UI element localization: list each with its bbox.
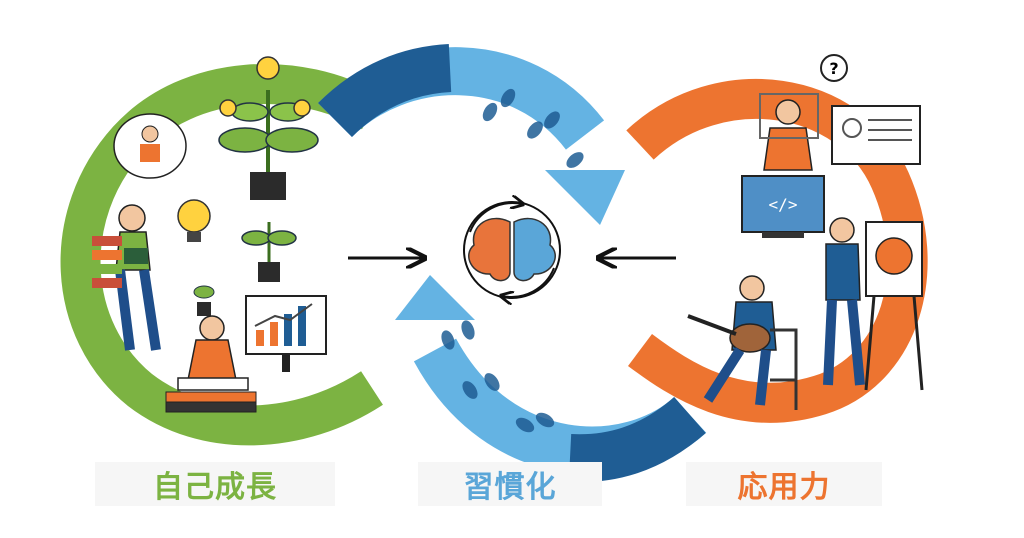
habit-top-band-dark — [318, 44, 452, 138]
bar-chart-board — [245, 295, 327, 372]
brain-icon — [463, 202, 561, 298]
habit-bottom-arrowhead — [395, 275, 475, 320]
lightbulb-icon — [177, 56, 311, 242]
code-icon: </> — [741, 175, 825, 238]
plant-growth-icon — [193, 90, 319, 316]
easel-painting — [864, 221, 924, 391]
habit-top-arrowhead — [545, 170, 625, 225]
growth-arc — [60, 64, 383, 446]
footprints-icon — [441, 88, 584, 433]
label-growth: 自己成長 — [95, 462, 335, 506]
artist-person — [823, 217, 865, 386]
question-mark-icon: ? — [820, 54, 848, 82]
presenting-person — [759, 93, 819, 171]
svg-text:</>: </> — [769, 195, 798, 214]
reading-person — [92, 204, 161, 351]
habit-bottom-band-dark — [568, 396, 706, 483]
writing-person — [165, 315, 257, 413]
svg-text:?: ? — [829, 59, 838, 78]
label-apply: 応用力 — [686, 462, 882, 506]
label-habit: 習慣化 — [418, 462, 602, 506]
thought-bubble — [113, 113, 187, 179]
guitar-player — [687, 275, 798, 410]
certificate-board — [831, 105, 921, 165]
